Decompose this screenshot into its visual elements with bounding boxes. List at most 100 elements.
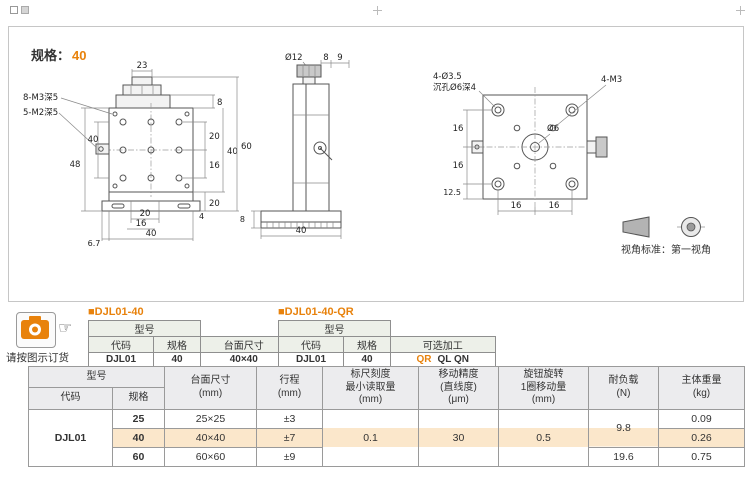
spec-header: 规格: [343, 336, 391, 353]
model-header: 型号: [28, 365, 165, 389]
print-mark: [10, 6, 18, 14]
knob-shaft: [586, 140, 597, 154]
dim-16-bottom-right: 16: [549, 201, 560, 211]
order-table-2: 型号 代码 规格 可选加工 DJL01 40 QR QL QN: [278, 320, 496, 367]
front-view: 23 8-M3深5 5-M2深5 48 40 20 16 40: [23, 61, 252, 248]
model-header: 型号: [278, 320, 391, 337]
weight-60: 0.75: [658, 446, 745, 467]
dim-d12: Ø12: [285, 52, 303, 63]
print-mark: [740, 6, 741, 15]
engineering-drawing: 23 8-M3深5 5-M2深5 48 40 20 16 40: [23, 52, 711, 256]
spec-header: 规格: [153, 336, 201, 353]
travel-40: ±7: [256, 427, 323, 448]
surface-40: 40×40: [164, 427, 257, 448]
dim-40-bottom: 40: [146, 229, 157, 239]
dim-40-right: 40: [227, 147, 238, 157]
code-value: DJL01: [88, 352, 154, 367]
callout-5-m2: 5-M2深5: [23, 108, 58, 118]
dim-9-top: 9: [337, 53, 342, 63]
load-60: 19.6: [588, 446, 659, 467]
surface-header: 台面尺寸: [200, 336, 288, 353]
callout-d6: Ø6: [547, 123, 559, 134]
dim-16-bottom: 16: [136, 219, 147, 229]
dim-8-top: 8: [217, 98, 222, 108]
side-clamp: [95, 143, 110, 155]
callout-8-m3: 8-M3深5: [23, 93, 58, 103]
camera-icon: [21, 316, 49, 339]
spec-header: 规格: [112, 387, 165, 410]
callout-counterbore: 沉孔Ø6深4: [433, 82, 476, 93]
cone-icon: [622, 216, 650, 238]
spec-25: 25: [112, 408, 165, 429]
dim-48: 48: [70, 160, 81, 170]
dim-20-bottom: 20: [140, 209, 151, 219]
base: [260, 210, 342, 223]
knob-header: 旋钮旋转 1圈移动量 (mm): [498, 366, 589, 410]
dim-4-right: 4: [199, 212, 204, 221]
view-standard-label: 视角标准：第一视角: [621, 243, 711, 256]
load-25-40: 9.8: [588, 408, 659, 448]
counterbore-holes: [491, 103, 579, 191]
m3-holes: [513, 124, 557, 170]
weight-25: 0.09: [658, 408, 745, 429]
clamp-lever: [313, 141, 327, 155]
weight-header: 主体重量 (kg): [658, 366, 745, 410]
option-value: QR QL QN: [390, 352, 496, 367]
load-header: 耐负载 (N): [588, 366, 659, 410]
spec-row-40: 40 40×40 ±7 0.26: [29, 427, 745, 448]
callout-4-d3-5: 4-Ø3.5: [433, 71, 462, 82]
travel-header: 行程 (mm): [256, 366, 323, 410]
surface-60: 60×60: [164, 446, 257, 467]
pointing-hand-icon: ☞: [58, 320, 73, 337]
screw-holes: [112, 111, 190, 189]
top-view: 4-Ø3.5 沉孔Ø6深4 4-M3 Ø6 16 16 12.5 16 16: [433, 71, 622, 215]
column-body: [292, 83, 330, 212]
ghost-cell: [201, 321, 288, 337]
dim-40-bottom: 40: [296, 226, 307, 236]
spec-40: 40: [112, 427, 165, 448]
code-value: DJL01: [28, 408, 113, 467]
option-primary: QR: [416, 354, 432, 365]
dim-8-top: 8: [323, 53, 328, 63]
spec-label: 规格：40: [31, 45, 86, 64]
dim-40-left: 40: [88, 135, 99, 145]
order-table-1-title: ■DJL01-40: [88, 306, 144, 318]
dim-60-right: 60: [241, 142, 252, 152]
spec-table: 型号 台面尺寸 (mm) 行程 (mm) 标尺刻度 最小读取量 (mm) 移动精…: [28, 365, 745, 467]
dim-23: 23: [137, 61, 148, 71]
dim-16-left-lower: 16: [453, 161, 464, 171]
drawing-panel: 规格：40: [8, 26, 744, 302]
dim-20-right: 20: [209, 199, 220, 209]
code-header: 代码: [278, 336, 344, 353]
dim-20-inner: 20: [209, 132, 220, 142]
dim-16-inner: 16: [209, 161, 220, 171]
dim-16-bottom-left: 16: [511, 201, 522, 211]
order-table-1: 型号 代码 规格 台面尺寸 DJL01 40 40×40: [88, 320, 288, 367]
order-note: 请按图示订货: [6, 352, 69, 364]
print-mark: [21, 6, 29, 14]
dim-8-left: 8: [240, 215, 245, 224]
order-example-icon-box: [16, 312, 56, 348]
option-rest: QL QN: [437, 354, 469, 365]
code-header: 代码: [28, 387, 113, 410]
spec-value: 40: [343, 352, 391, 367]
option-header: 可选加工: [390, 336, 496, 353]
model-header: 型号: [88, 320, 201, 337]
knob-head: [595, 136, 608, 158]
spec-row-25: DJL01 25 25×25 ±3 0.1 30 0.5 9.8 0.09: [28, 408, 745, 467]
knob-value: 0.5: [498, 408, 589, 467]
surface-value: 40×40: [200, 352, 288, 367]
spec-60: 60: [112, 446, 165, 467]
travel-60: ±9: [256, 446, 323, 467]
weight-40: 0.26: [658, 427, 745, 448]
scale-header: 标尺刻度 最小读取量 (mm): [322, 366, 419, 410]
spec-value: 40: [72, 48, 87, 63]
surface-header: 台面尺寸 (mm): [164, 366, 257, 410]
code-value: DJL01: [278, 352, 344, 367]
view-standard: 视角标准：第一视角: [621, 216, 711, 256]
dim-6-7: 6.7: [88, 239, 101, 248]
side-view: Ø12 8 9 40: [240, 52, 350, 239]
scale-value: 0.1: [322, 408, 419, 467]
accuracy-header: 移动精度 (直线度) (μm): [418, 366, 499, 410]
